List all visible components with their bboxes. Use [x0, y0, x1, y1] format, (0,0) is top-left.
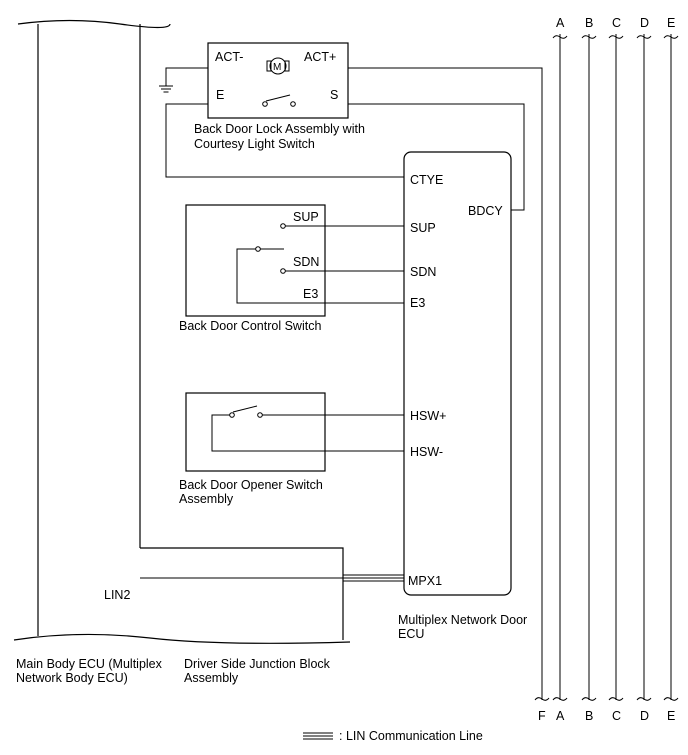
main-body-ecu: [13, 19, 351, 644]
door-ecu-name-1: Multiplex Network Door: [398, 613, 527, 627]
opener-switch-name-2: Assembly: [179, 492, 234, 506]
bus-label-f-bottom: F: [538, 709, 546, 723]
multiplex-network-door-ecu: CTYE BDCY SUP SDN E3 HSW+ HSW- MPX1 Mult…: [398, 151, 527, 641]
mpx1-label: MPX1: [408, 574, 442, 588]
back-door-lock-assembly: ACT- ACT+ E S M Back Door Lock Assembly …: [194, 42, 365, 151]
bus-label-b-bottom: B: [585, 709, 593, 723]
bus-label-d-bottom: D: [640, 709, 649, 723]
junction-block: LIN2: [104, 547, 344, 640]
junction-block-name-1: Driver Side Junction Block: [184, 657, 331, 671]
bus-label-b-top: B: [585, 16, 593, 30]
main-body-ecu-name-2: Network Body ECU): [16, 671, 128, 685]
hsw-minus-label: HSW-: [410, 445, 443, 459]
lock-assembly-name-2: Courtesy Light Switch: [194, 137, 315, 151]
lin-line-legend-icon: [303, 732, 333, 740]
bus-label-c-bottom: C: [612, 709, 621, 723]
legend-text: : LIN Communication Line: [339, 729, 483, 743]
bus-label-c-top: C: [612, 16, 621, 30]
bus-lines: [534, 34, 679, 701]
ecu-sdn-label: SDN: [410, 265, 436, 279]
lin2-label: LIN2: [104, 588, 130, 602]
bus-label-e-bottom: E: [667, 709, 675, 723]
ctye-label: CTYE: [410, 173, 443, 187]
hsw-plus-label: HSW+: [410, 409, 446, 423]
control-switch-name: Back Door Control Switch: [179, 319, 321, 333]
lock-assembly-name-1: Back Door Lock Assembly with: [194, 122, 365, 136]
act-plus-label: ACT+: [304, 50, 336, 64]
courtesy-switch-icon: [262, 94, 296, 107]
lin-communication-line: [343, 574, 404, 582]
switch-sdn-label: SDN: [293, 255, 319, 269]
bus-label-e-top: E: [667, 16, 675, 30]
act-minus-label: ACT-: [215, 50, 243, 64]
lock-s-label: S: [330, 88, 338, 102]
back-door-opener-switch: Back Door Opener Switch Assembly: [179, 392, 404, 506]
bus-label-d-top: D: [640, 16, 649, 30]
lock-assembly-wires: [159, 67, 543, 700]
bdcy-label: BDCY: [468, 204, 503, 218]
switch-sup-label: SUP: [293, 210, 319, 224]
legend: : LIN Communication Line: [303, 729, 483, 743]
bus-label-a-bottom: A: [556, 709, 565, 723]
junction-block-name-2: Assembly: [184, 671, 239, 685]
bus-label-a-top: A: [556, 16, 565, 30]
lock-e-label: E: [216, 88, 224, 102]
control-switch-icon: [236, 223, 404, 304]
ground-icon: [159, 85, 173, 93]
main-body-ecu-name-1: Main Body ECU (Multiplex: [16, 657, 163, 671]
ecu-e3-label: E3: [410, 296, 425, 310]
motor-icon: M: [266, 57, 290, 75]
opener-switch-icon: [211, 405, 404, 452]
svg-text:M: M: [273, 62, 281, 73]
switch-e3-label: E3: [303, 287, 318, 301]
back-door-control-switch: SUP SDN E3 Back Door Control Switch: [179, 204, 404, 333]
ecu-sup-label: SUP: [410, 221, 436, 235]
door-ecu-name-2: ECU: [398, 627, 424, 641]
opener-switch-name-1: Back Door Opener Switch: [179, 478, 323, 492]
